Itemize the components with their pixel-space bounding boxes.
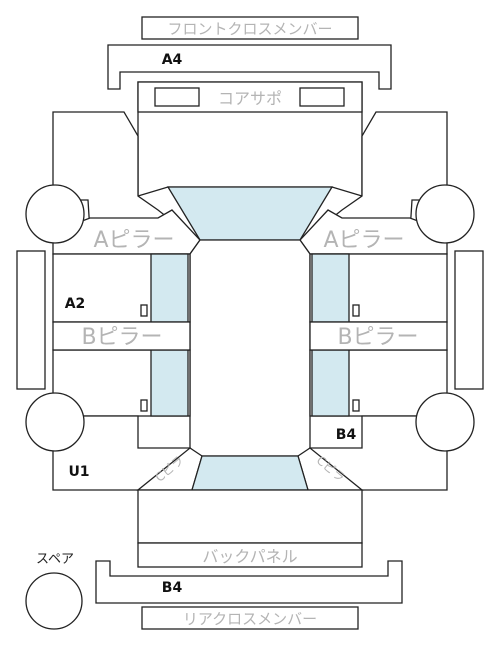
left-lower-code-label: U1 [68,464,89,480]
front-code-label: A4 [162,52,183,68]
a-pillar-right-label: Aピラー [323,228,404,253]
headlight-right[interactable] [299,87,345,107]
door-handle-rear-left [140,399,148,412]
b-pillar-right-label: Bピラー [337,325,418,350]
a-pillar-left-label: Aピラー [93,228,174,253]
right-lower-code-label: B4 [336,427,357,443]
door-handle-front-right [352,304,360,317]
left-middle-code-label: A2 [65,296,86,312]
headlight-left[interactable] [154,87,200,107]
back-panel-label: バックパネル [202,547,297,566]
b-pillar-left-panel[interactable] [52,321,191,351]
tire-front-right[interactable] [415,184,475,244]
rear-code-label: B4 [162,580,183,596]
side-sill-right[interactable] [454,250,484,390]
front-cross-member-label: フロントクロスメンバー [167,20,332,38]
tire-front-left[interactable] [25,184,85,244]
side-sill-left[interactable] [16,250,46,390]
core-support-label: コアサポ [218,89,282,108]
b-pillar-left-label: Bピラー [81,325,162,350]
door-handle-rear-right [352,399,360,412]
rear-window[interactable] [191,455,309,491]
front-cross-member-box[interactable] [141,16,359,40]
tire-rear-right[interactable] [415,392,475,452]
back-panel-box[interactable] [137,542,363,568]
rear-cross-member-box[interactable] [141,606,359,630]
front-bumper[interactable] [107,44,392,90]
rear-bumper[interactable] [95,560,403,604]
spare-tire[interactable] [25,572,83,630]
roof-panel[interactable] [189,239,311,457]
door-handle-front-left [140,304,148,317]
front-window-left[interactable] [150,253,189,323]
front-window-right[interactable] [311,253,350,323]
rear-window-left[interactable] [150,349,189,417]
b-pillar-right-panel[interactable] [309,321,448,351]
spare-label: スペア [36,552,74,567]
rear-window-right[interactable] [311,349,350,417]
trunk-lid[interactable] [137,489,363,544]
rear-cross-member-label: リアクロスメンバー [183,610,317,628]
tire-rear-left[interactable] [25,392,85,452]
